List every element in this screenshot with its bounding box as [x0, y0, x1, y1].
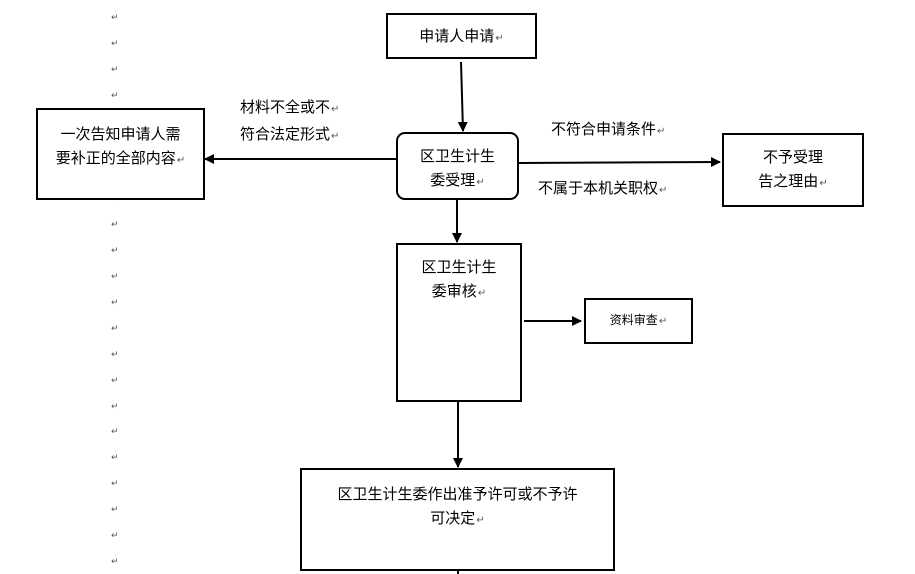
node-accept-line-2-text: 委受理: [430, 171, 476, 189]
node-notify-line-2-text: 要补正的全部内容: [55, 149, 176, 167]
node-notify-line-1-text: 一次告知申请人需: [60, 125, 181, 143]
paragraph-mark: ↵: [659, 185, 668, 196]
paragraph-mark: ↵: [176, 155, 186, 166]
paragraph-mark: ↵: [331, 104, 340, 115]
node-applicant-apply: 申请人申请↵: [386, 13, 537, 59]
paragraph-mark: ↵: [657, 126, 666, 137]
margin-paragraph-mark: ↵: [111, 556, 119, 567]
node-reject-line-1-text: 不予受理: [762, 148, 823, 166]
paragraph-mark: ↵: [477, 288, 487, 299]
node-notify-line-1: 一次告知申请人需: [38, 122, 203, 146]
edge-label-out-of-jurisdiction-text: 不属于本机关职权: [538, 179, 659, 197]
node-apply-line-1: 申请人申请↵: [388, 24, 535, 51]
paragraph-mark: ↵: [658, 316, 668, 327]
margin-paragraph-mark: ↵: [111, 401, 119, 412]
edge-label-incomplete-line-2: 符合法定形式: [240, 125, 331, 143]
node-decision-line-1-text: 区卫生计生委作出准予许可或不予许: [337, 485, 578, 503]
node-review-line-1-text: 区卫生计生: [421, 258, 497, 276]
node-review-line-2-text: 委审核: [431, 282, 477, 300]
node-decision-line-2: 可决定↵: [302, 506, 613, 533]
margin-paragraph-mark: ↵: [111, 453, 119, 464]
node-notify-line-2: 要补正的全部内容↵: [38, 146, 203, 173]
node-reject-line-2: 告之理由↵: [724, 169, 862, 196]
node-decision: 区卫生计生委作出准予许可或不予许可决定↵: [300, 468, 615, 571]
node-review: 区卫生计生委审核↵: [396, 243, 522, 402]
margin-paragraph-mark: ↵: [111, 375, 119, 386]
node-accept-line-1: 区卫生计生: [398, 144, 517, 168]
node-review-line-2: 委审核↵: [398, 279, 520, 306]
paragraph-mark: ↵: [476, 177, 485, 188]
margin-paragraph-mark: ↵: [111, 323, 119, 334]
paragraph-mark: ↵: [495, 33, 504, 44]
node-docs-line-1: 资料审查↵: [586, 309, 691, 333]
margin-paragraph-mark: ↵: [111, 479, 119, 490]
paragraph-mark: ↵: [819, 178, 828, 189]
margin-paragraph-mark: ↵: [111, 297, 119, 308]
node-review-line-1: 区卫生计生: [398, 255, 520, 279]
margin-paragraph-mark: ↵: [111, 246, 119, 257]
node-accept-line-1-text: 区卫生计生: [419, 147, 495, 165]
edge-label-not-eligible-text: 不符合申请条件: [551, 120, 657, 138]
node-reject-line-2-text: 告之理由: [758, 172, 819, 190]
edge-label-incomplete-line-1: 材料不全或不: [240, 98, 331, 116]
node-apply-line-1-text: 申请人申请: [419, 27, 495, 45]
edge-label-incomplete: 材料不全或不↵ 符合法定形式↵: [240, 95, 339, 149]
margin-paragraph-mark: ↵: [111, 13, 119, 23]
arrow-apply-to-accept: [457, 61, 468, 132]
margin-paragraph-mark: ↵: [111, 531, 119, 541]
edge-label-out-of-jurisdiction: 不属于本机关职权↵: [538, 176, 667, 203]
node-notify-applicant: 一次告知申请人需要补正的全部内容↵: [36, 108, 205, 200]
node-accept: 区卫生计生委受理↵: [396, 132, 519, 200]
edge-label-not-eligible: 不符合申请条件↵: [551, 117, 665, 144]
margin-paragraph-mark: ↵: [111, 64, 119, 75]
margin-paragraph-mark: ↵: [111, 90, 119, 101]
node-reject-line-1: 不予受理: [724, 145, 862, 169]
node-reject: 不予受理告之理由↵: [722, 133, 864, 207]
arrow-accept-to-reject: [517, 157, 721, 168]
margin-paragraph-mark: ↵: [111, 505, 119, 516]
paragraph-mark: ↵: [331, 131, 340, 142]
node-accept-line-2: 委受理↵: [398, 168, 517, 195]
paragraph-mark: ↵: [476, 515, 485, 526]
margin-paragraph-mark: ↵: [111, 349, 119, 360]
margin-paragraph-mark: ↵: [111, 427, 119, 438]
node-decision-line-2-text: 可决定: [430, 509, 476, 527]
node-docs-line-1-text: 资料审查: [609, 313, 658, 327]
node-decision-line-1: 区卫生计生委作出准予许可或不予许: [302, 482, 613, 506]
margin-paragraph-mark: ↵: [111, 220, 119, 231]
margin-paragraph-mark: ↵: [111, 38, 119, 49]
margin-paragraph-mark: ↵: [111, 272, 119, 282]
node-document-review: 资料审查↵: [584, 298, 693, 344]
